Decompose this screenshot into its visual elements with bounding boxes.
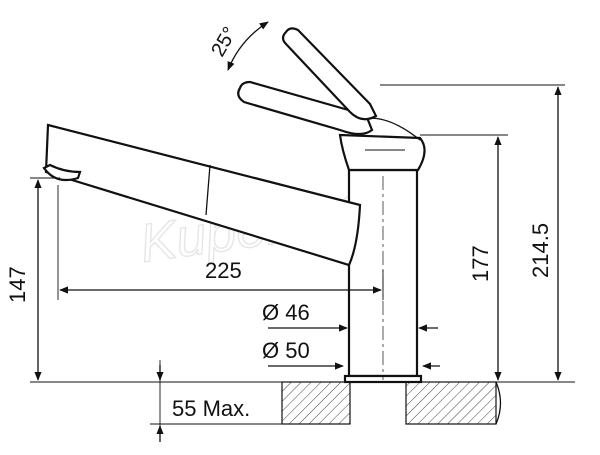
lever-open bbox=[281, 27, 378, 121]
hole-diameter-label: Ø 46 bbox=[262, 300, 310, 325]
spout bbox=[42, 123, 362, 267]
counter-thickness-label: 55 Max. bbox=[172, 396, 250, 421]
lever-closed bbox=[237, 80, 374, 136]
lever-angle-label: 25° bbox=[207, 23, 241, 60]
total-height-label: 214.5 bbox=[528, 223, 553, 278]
angle-arc bbox=[227, 21, 269, 71]
spout-height-label: 147 bbox=[5, 266, 30, 303]
body-height-label: 177 bbox=[468, 245, 493, 282]
base-diameter-label: Ø 50 bbox=[262, 338, 310, 363]
spout-reach-label: 225 bbox=[205, 258, 242, 283]
countertop bbox=[281, 381, 502, 425]
